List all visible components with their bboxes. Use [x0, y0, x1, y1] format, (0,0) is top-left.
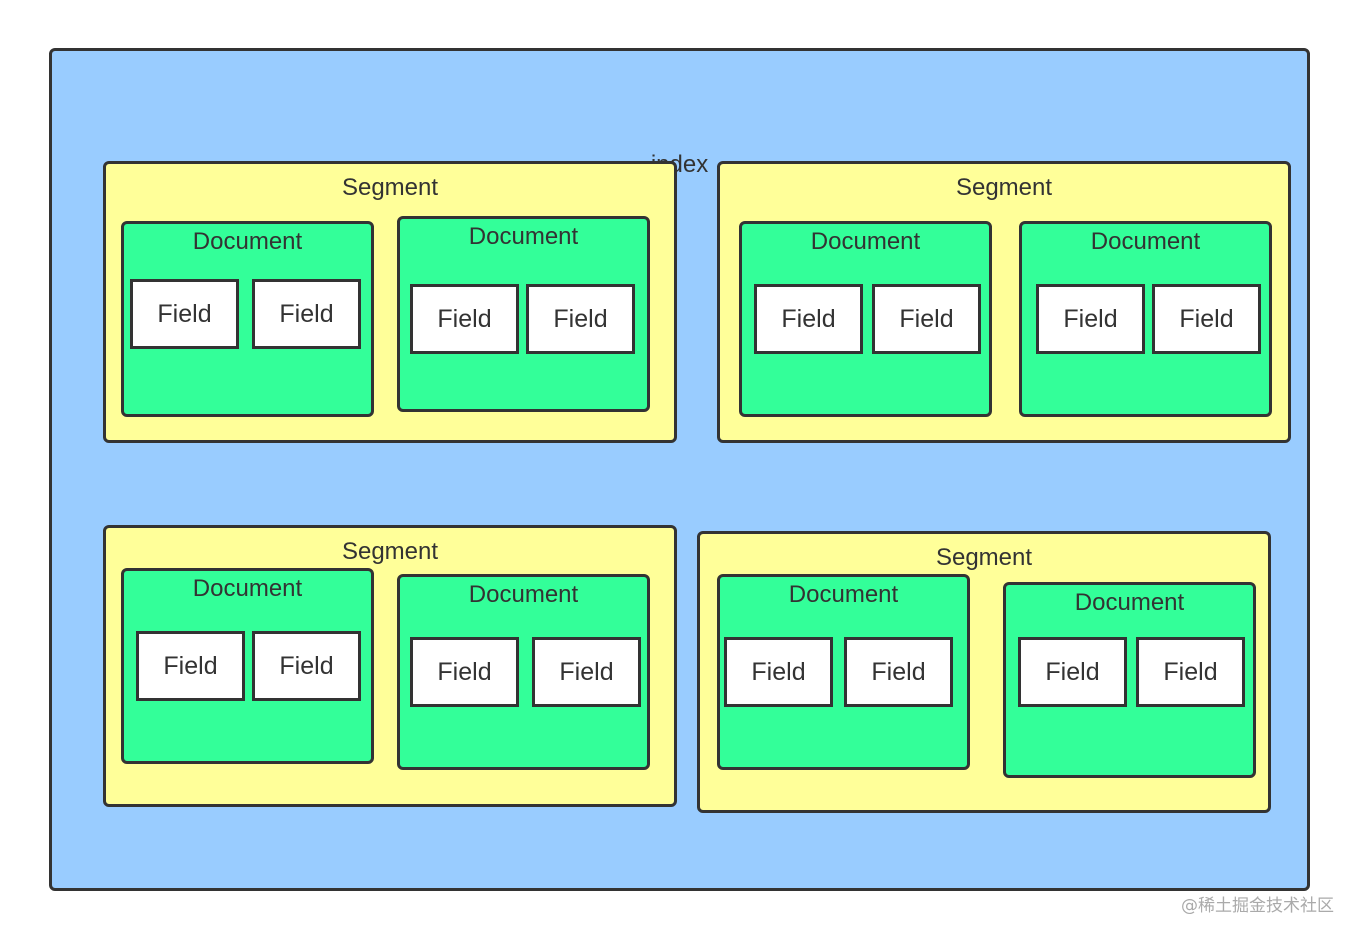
document-label: Document [468, 223, 579, 250]
segment-label: Segment [341, 538, 439, 565]
field-1-2-1: Field [410, 284, 519, 354]
field-1-1-2: Field [252, 279, 361, 349]
field-3-1-1: Field [136, 631, 245, 701]
field-2-1-2: Field [872, 284, 981, 354]
watermark: @稀土掘金技术社区 [1181, 896, 1334, 916]
field-4-2-1: Field [1018, 637, 1127, 707]
segment-label: Segment [955, 174, 1053, 201]
document-label: Document [1074, 589, 1185, 616]
document-label: Document [192, 228, 303, 255]
document-label: Document [192, 575, 303, 602]
document-label: Document [1090, 228, 1201, 255]
field-2-2-1: Field [1036, 284, 1145, 354]
field-3-2-1: Field [410, 637, 519, 707]
document-1-1: Document [121, 221, 374, 417]
segment-label: Segment [341, 174, 439, 201]
segment-label: Segment [935, 544, 1033, 571]
document-label: Document [468, 581, 579, 608]
field-1-2-2: Field [526, 284, 635, 354]
field-1-1-1: Field [130, 279, 239, 349]
document-label: Document [810, 228, 921, 255]
field-4-2-2: Field [1136, 637, 1245, 707]
field-3-2-2: Field [532, 637, 641, 707]
field-3-1-2: Field [252, 631, 361, 701]
field-2-2-2: Field [1152, 284, 1261, 354]
field-4-1-2: Field [844, 637, 953, 707]
field-2-1-1: Field [754, 284, 863, 354]
field-4-1-1: Field [724, 637, 833, 707]
document-label: Document [788, 581, 899, 608]
